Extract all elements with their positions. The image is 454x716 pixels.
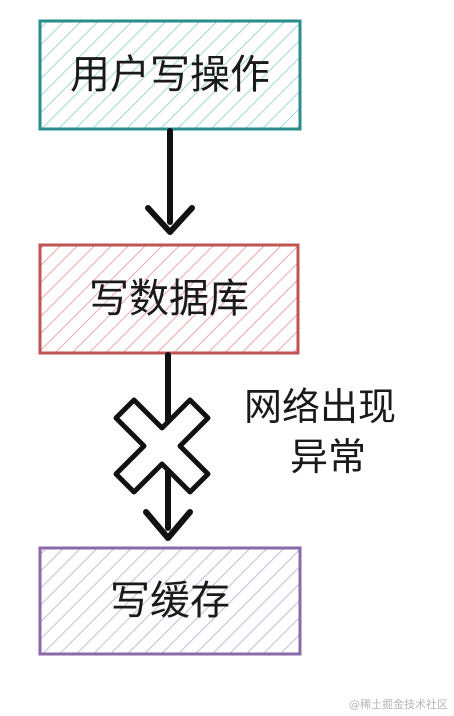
node-write-db-box: [38, 243, 300, 355]
node-write-cache-label: 写缓存: [110, 578, 230, 624]
arrowhead-1: [145, 205, 195, 235]
node-user-write: 用户写操作: [38, 19, 302, 131]
node-user-write-box: [38, 19, 302, 131]
arrowhead-2: [143, 509, 193, 541]
edge-write-db-to-write-cache: [113, 352, 211, 541]
node-write-cache-box: [38, 546, 302, 656]
watermark-text: @稀土掘金技术社区: [349, 697, 448, 711]
annotation-line-2: 异常: [290, 435, 366, 479]
node-write-db: 写数据库: [38, 243, 300, 355]
node-write-cache: 写缓存: [38, 546, 302, 656]
node-write-db-label: 写数据库: [89, 276, 249, 322]
failure-x-icon: [113, 397, 211, 495]
edge-user-write-to-write-db: [145, 128, 195, 235]
node-user-write-label: 用户写操作: [70, 52, 270, 98]
network-error-annotation: 网络出现 异常: [244, 385, 396, 479]
annotation-line-1: 网络出现: [244, 385, 396, 429]
